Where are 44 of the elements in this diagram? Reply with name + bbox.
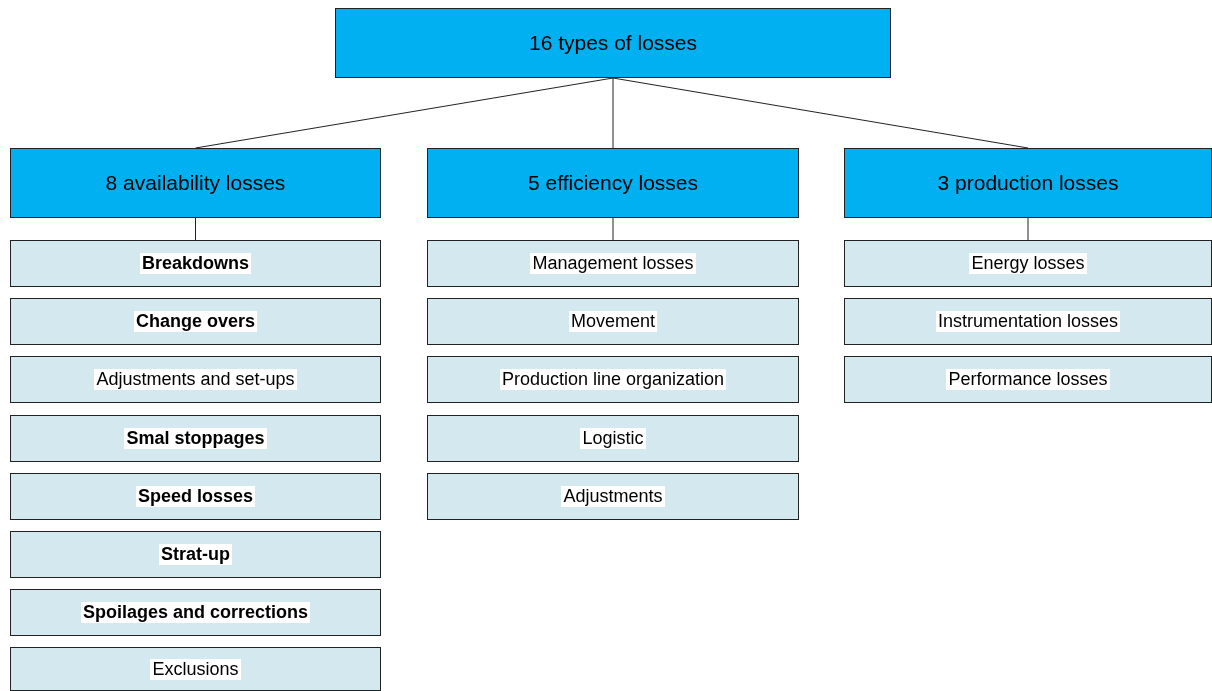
category-label: 3 production losses — [936, 171, 1120, 195]
loss-item-box — [427, 356, 799, 404]
loss-item-box — [427, 472, 799, 520]
loss-label: Instrumentation losses — [935, 311, 1121, 333]
connector-line — [1027, 217, 1029, 241]
loss-label: Speed losses — [135, 485, 256, 507]
loss-item-box — [427, 414, 799, 462]
connector-line — [612, 217, 614, 241]
loss-label: Smal stoppages — [124, 427, 267, 449]
loss-label: Change overs — [133, 311, 257, 333]
loss-label: Movement — [568, 311, 657, 333]
category-label: 5 efficiency losses — [527, 171, 699, 195]
connector-line — [195, 217, 196, 241]
loss-item-box — [844, 240, 1212, 287]
loss-label: Exclusions — [150, 658, 241, 680]
loss-item-box — [427, 298, 799, 346]
loss-item-box — [427, 240, 799, 287]
loss-item-box — [844, 356, 1212, 404]
loss-item-box — [10, 356, 381, 404]
category-box — [427, 148, 799, 218]
loss-item-box — [10, 240, 381, 287]
loss-label: Performance losses — [946, 369, 1110, 391]
loss-label: Production line organization — [499, 369, 727, 391]
loss-label: Energy losses — [969, 253, 1087, 274]
connector-line — [612, 77, 614, 149]
loss-item-box — [10, 298, 381, 346]
category-label: 16 types of losses — [527, 31, 699, 55]
loss-label: Logistic — [580, 427, 646, 449]
loss-item-box — [10, 589, 381, 637]
loss-item-box — [844, 298, 1212, 346]
loss-item-box — [10, 472, 381, 520]
loss-item-box — [10, 647, 381, 691]
loss-label: Breakdowns — [139, 253, 251, 274]
loss-label: Strat-up — [159, 544, 232, 565]
loss-label: Adjustments and set-ups — [94, 369, 297, 391]
loss-label: Spoilages and corrections — [80, 602, 311, 624]
loss-item-box — [10, 531, 381, 578]
loss-item-box — [10, 414, 381, 462]
loss-label: Management losses — [530, 253, 696, 274]
category-box — [10, 148, 381, 218]
category-box — [844, 148, 1212, 218]
loss-label: Adjustments — [561, 485, 665, 507]
category-box — [335, 8, 891, 78]
category-label: 8 availability losses — [104, 171, 287, 195]
